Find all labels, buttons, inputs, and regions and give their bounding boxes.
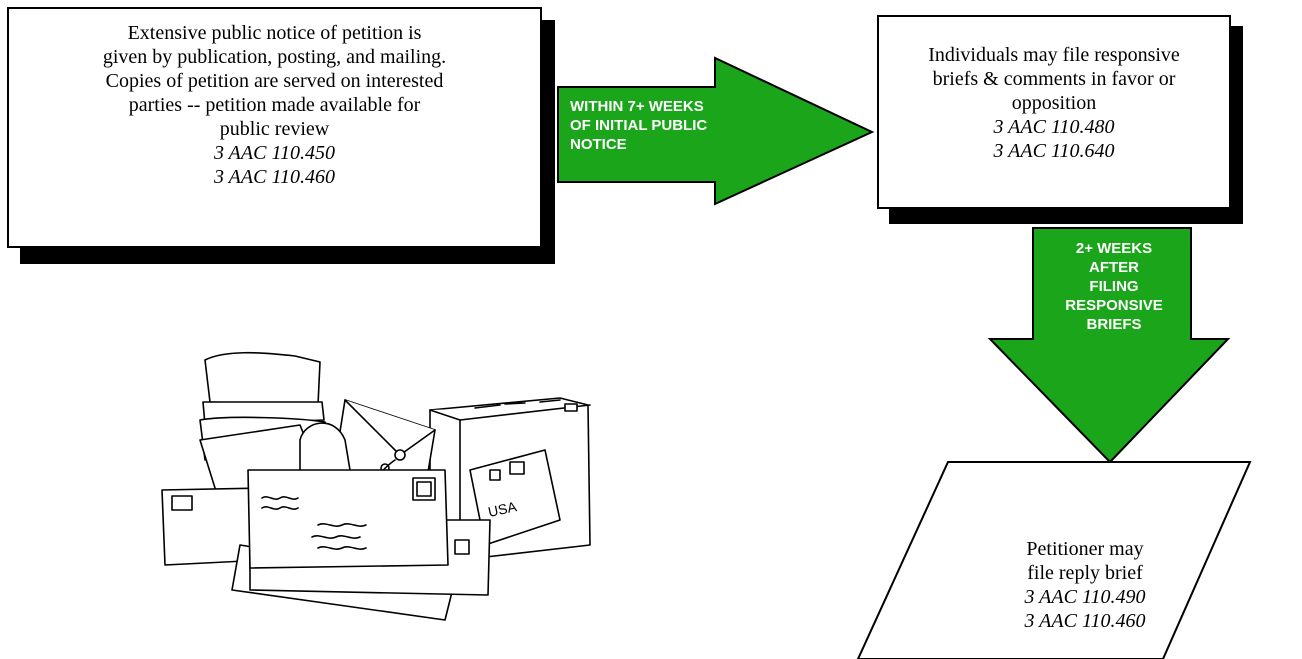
step3-parallelogram (856, 461, 1252, 659)
step2-line: opposition (1011, 92, 1097, 114)
step3-ref: 3 AAC 110.490 (1024, 586, 1146, 608)
step1-box: Extensive public notice of petition is g… (7, 7, 542, 248)
arrow2-line: 2+ WEEKS (1075, 240, 1153, 257)
step2-line: briefs & comments in favor or (932, 68, 1176, 90)
step2-box: Individuals may file responsive briefs &… (877, 15, 1231, 209)
step1-line: given by publication, posting, and maili… (102, 46, 447, 68)
step3-line: Petitioner may (1026, 538, 1144, 560)
arrow2-line: RESPONSIVE (1065, 297, 1163, 314)
step1-ref: 3 AAC 110.450 (214, 142, 335, 164)
arrow2-label: 2+ WEEKS AFTER FILING RESPONSIVE BRIEFS (1026, 239, 1202, 334)
step1-line: Extensive public notice of petition is (127, 22, 422, 44)
step2-text: Individuals may file responsive briefs &… (879, 43, 1229, 163)
arrow1-line: NOTICE (570, 136, 627, 153)
step3-line: file reply brief (1027, 562, 1143, 584)
down-arrow (987, 227, 1231, 464)
step1-line: Copies of petition are served on interes… (105, 70, 444, 92)
step2-ref: 3 AAC 110.640 (993, 140, 1115, 162)
arrow1-line: OF INITIAL PUBLIC (570, 117, 708, 134)
step3-text: Petitioner may file reply brief 3 AAC 11… (955, 537, 1215, 633)
arrow2-line: AFTER (1089, 259, 1139, 276)
arrow2-line: BRIEFS (1086, 316, 1142, 333)
step1-ref: 3 AAC 110.460 (214, 166, 335, 188)
arrow1-line: WITHIN 7+ WEEKS (570, 98, 704, 115)
step2-line: Individuals may file responsive (928, 44, 1180, 66)
usa-stamp-text: USA (487, 498, 519, 520)
arrow2-line: FILING (1089, 278, 1139, 295)
right-arrow (557, 56, 875, 206)
step1-text: Extensive public notice of petition is g… (9, 21, 540, 189)
step1-line: parties -- petition made available for (128, 94, 421, 116)
step3-ref: 3 AAC 110.460 (1024, 610, 1146, 632)
step1-line: public review (219, 118, 330, 140)
arrow1-label: WITHIN 7+ WEEKS OF INITIAL PUBLIC NOTICE (570, 97, 800, 154)
step2-ref: 3 AAC 110.480 (993, 116, 1115, 138)
